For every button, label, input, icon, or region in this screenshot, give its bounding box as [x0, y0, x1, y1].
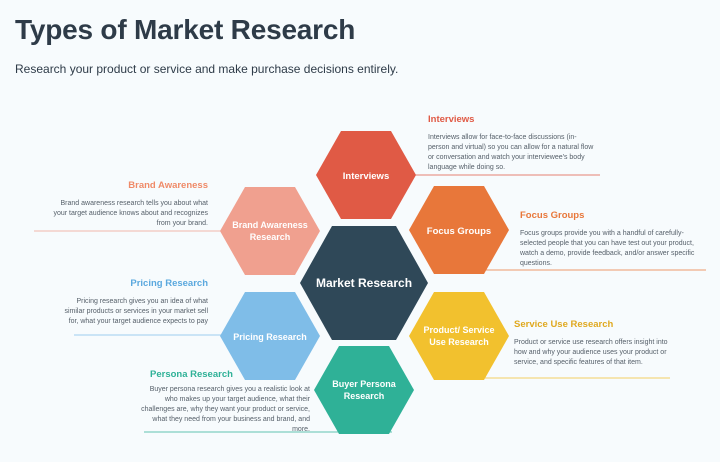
hex-label-line: Use Research	[429, 337, 489, 347]
pricing-heading: Pricing Research	[130, 278, 208, 289]
hex-pricing: Pricing Research	[220, 292, 320, 380]
hex-interviews: Interviews	[316, 131, 416, 219]
brand-awareness-description: Brand awareness research tells you about…	[53, 200, 209, 227]
interviews-heading: Interviews	[428, 114, 475, 125]
hex-interviews-label: Interviews	[343, 171, 389, 182]
hex-label-line: Buyer Persona	[332, 379, 397, 389]
page-subtitle: Research your product or service and mak…	[15, 62, 399, 76]
hex-pricing-label: Pricing Research	[233, 332, 307, 342]
hex-focus-groups: Focus Groups	[409, 186, 509, 274]
hex-label-line: Pricing Research	[233, 332, 307, 342]
hex-label-line: Research	[344, 391, 385, 401]
pricing-description: Pricing research gives you an idea of wh…	[64, 298, 208, 325]
hex-focus-groups-label: Focus Groups	[427, 226, 491, 237]
page-title: Types of Market Research	[15, 14, 356, 45]
focus-groups-heading: Focus Groups	[520, 210, 585, 221]
persona-heading: Persona Research	[150, 369, 233, 380]
hex-market-research: Market Research	[300, 226, 428, 340]
persona-description: Buyer persona research gives you a reali…	[141, 386, 310, 433]
hex-label-line: Research	[250, 232, 291, 242]
service-use-description: Product or service use research offers i…	[514, 339, 668, 366]
interviews-description: Interviews allow for face-to-face discus…	[428, 134, 594, 171]
service-use-heading: Service Use Research	[514, 319, 614, 330]
brand-awareness-heading: Brand Awareness	[128, 180, 208, 191]
center-label: Market Research	[316, 276, 412, 290]
focus-groups-description: Focus groups provide you with a handful …	[520, 230, 695, 267]
hex-label-line: Interviews	[343, 171, 389, 182]
hex-label-line: Brand Awareness	[232, 220, 308, 230]
hex-label-line: Focus Groups	[427, 226, 491, 237]
hex-label-line: Product/ Service	[423, 325, 494, 335]
